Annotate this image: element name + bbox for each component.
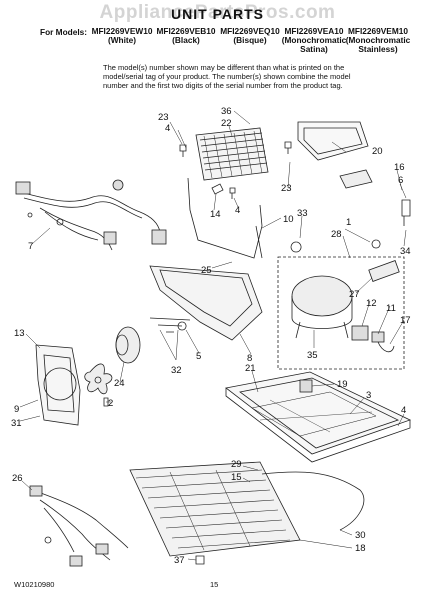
model-color: (Bisque) [233,35,267,45]
callout-20: 20 [372,146,383,157]
label-part [339,169,373,189]
grommet [177,321,187,331]
callout-10: 10 [283,214,294,225]
fan-motor [115,326,141,364]
page-title: UNIT PARTS [171,6,264,22]
document-number: W10210980 [14,580,55,589]
callout-36: 36 [221,106,232,117]
callout-21: 21 [245,363,256,374]
callout-11: 11 [386,303,396,314]
callout-5: 5 [196,351,201,362]
model-column: MFI2269VEQ10 (Bisque) [210,27,290,45]
callout-17: 17 [400,315,411,326]
callout-32: 32 [171,365,182,376]
callout-26: 26 [12,473,23,484]
callout-6: 6 [398,175,403,186]
wire-harness [15,179,167,251]
callout-22: 22 [221,118,232,129]
drain-trough [149,265,263,341]
model-number: MFI2269VEW10 [91,26,153,36]
bracket-rod [187,177,263,259]
callout-31: 31 [11,418,22,429]
callout-23b: 23 [281,183,292,194]
wire-lead [255,225,263,259]
callout-19: 19 [337,379,348,390]
callout-13: 13 [14,328,25,339]
callout-18: 18 [355,543,366,554]
callout-labels: 36 23 4 22 20 16 6 7 14 4 23 10 33 1 28 … [11,106,411,566]
callout-24: 24 [114,378,125,389]
callout-4: 4 [165,123,170,134]
callout-9: 9 [14,404,19,415]
callout-16: 16 [394,162,405,173]
callout-4c: 4 [401,405,406,416]
callout-34: 34 [400,246,411,257]
model-color: (Monochromatic [345,35,411,45]
callout-8: 8 [247,353,252,364]
model-note: The model(s) number shown may be differe… [103,63,351,90]
fastener [195,555,205,565]
grommet [371,239,381,249]
callout-15: 15 [231,472,242,483]
grommet [290,241,302,253]
model-column: MFI2269VEA10 (Monochromatic Satina) [274,27,354,54]
condenser-top-part [195,127,269,181]
mounting-bracket [297,121,369,161]
screw [179,144,187,157]
page-number: 15 [210,580,219,589]
tube-line [261,471,365,531]
clip-part [103,397,109,407]
callout-29: 29 [231,459,242,470]
callout-7: 7 [28,241,33,252]
watermark: AppliancePartsPros.com [99,2,336,23]
callout-28: 28 [331,229,342,240]
fan-blade [84,363,113,395]
wire-harness-lower [29,485,129,567]
leader-lines [19,110,407,561]
screw [284,141,292,154]
callout-14: 14 [210,209,221,220]
models-prefix: For Models: [40,27,88,37]
model-number: MFI2269VEB10 [156,26,216,36]
model-number: MFI2269VEM10 [348,26,408,36]
evaporator-coil [129,461,301,557]
model-number: MFI2269VEA10 [284,26,344,36]
clip-part [211,183,224,195]
callout-27: 27 [349,289,360,300]
callout-25: 25 [201,265,212,276]
callout-37: 37 [174,555,185,566]
callout-3: 3 [366,390,371,401]
callout-30: 30 [355,530,366,541]
model-column: MFI2269VEW10 (White) [82,27,162,45]
model-color-line2: Satina) [300,44,328,54]
clip-part [401,199,411,226]
model-number: MFI2269VEQ10 [220,26,280,36]
model-color: (Monochromatic [281,35,347,45]
callout-23: 23 [158,112,169,123]
callout-35: 35 [307,350,318,361]
fan-shroud [35,344,81,426]
model-color-line2: Stainless) [358,44,398,54]
callout-1: 1 [346,217,351,228]
screw [229,187,236,199]
model-column: MFI2269VEB10 (Black) [146,27,226,45]
model-color: (White) [107,35,137,45]
callout-33: 33 [297,208,308,219]
model-column: MFI2269VEM10 (Monochromatic Stainless) [338,27,418,54]
model-color: (Black) [172,35,200,45]
callout-4b: 4 [235,205,240,216]
callout-2: 2 [108,398,113,409]
callout-12: 12 [366,298,377,309]
compressor [277,256,405,370]
base-pan [225,371,412,463]
